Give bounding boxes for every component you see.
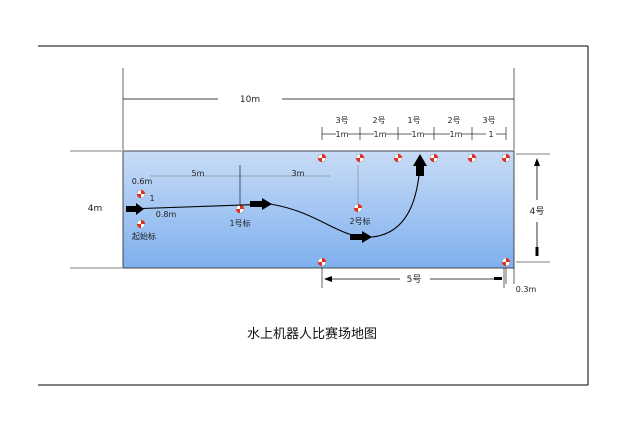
buoy-top-5 [467,153,477,163]
seg-a-label: 5m [192,169,205,178]
top-gap-2: 1m [374,130,387,139]
arrow-end [413,154,427,176]
dim-10m-label: 10m [240,95,260,105]
dim-4m-label: 4m [88,204,103,214]
top-gap-5: 1 [488,130,493,139]
start-dist-label: 0.8m [156,210,177,219]
buoy-top-3 [393,153,403,163]
top-gap-4: 1m [450,130,463,139]
start-marker-label: 1 [149,194,154,203]
arrow-mid-1 [250,198,272,210]
buoy-top-1 [317,153,327,163]
buoy-bottom-1 [317,257,327,267]
top-num-4: 2号 [447,116,460,125]
buoy-top-2 [355,153,365,163]
dim-offset-label: 0.3m [516,285,537,294]
diagram-caption: 水上机器人比赛场地图 [247,326,377,342]
buoy-2 [353,203,363,213]
top-num-3: 1号 [407,116,420,125]
buoy-bottom-2 [501,257,511,267]
seg-b-label: 3m [292,169,305,178]
pool [122,150,515,269]
buoy-start-bottom [136,219,146,229]
top-gap-dimensions [321,127,507,140]
dim-right-arrow-top [534,158,540,166]
dim-right-label: 4号 [530,206,545,217]
dim-right-mark [535,247,539,256]
buoy-top-4 [429,153,439,163]
buoy1-label: 1号标 [229,218,250,228]
start-buoy-label: 起始标 [132,231,156,241]
buoy-top-6 [501,153,511,163]
dim-bottom-mark [494,277,502,280]
top-gap-3: 1m [412,130,425,139]
top-num-5: 3号 [482,116,495,125]
dim-bottom-arrow-left [324,276,332,282]
buoy2-label: 2号标 [349,216,370,226]
top-gap-1: 1m [336,130,349,139]
dim-bottom-label: 5号 [407,274,422,285]
buoy-1 [235,204,245,214]
arrow-mid-2 [350,231,372,243]
buoy-start-top [136,189,146,199]
arrow-start [126,203,144,215]
top-num-2: 2号 [372,116,385,125]
top-num-1: 3号 [335,116,348,125]
start-offset-label: 0.6m [132,177,153,186]
